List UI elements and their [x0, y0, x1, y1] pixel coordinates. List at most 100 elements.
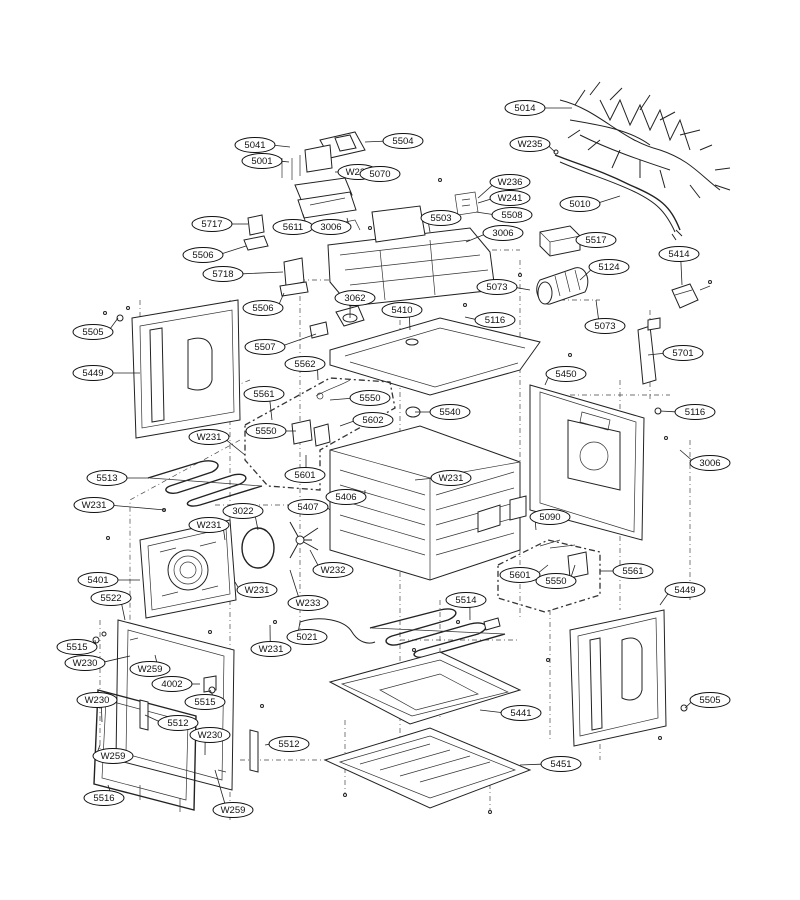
label-oval [584, 318, 626, 334]
part-number: W230 [85, 695, 110, 706]
part-number: 5116 [685, 407, 705, 418]
leader-line [110, 317, 119, 329]
part-label: 5451 [540, 756, 582, 772]
label-oval [352, 412, 394, 428]
part-label: 5001 [241, 153, 283, 169]
part-number: 5515 [66, 642, 87, 653]
part-number: 5515 [194, 697, 215, 708]
part-label: 4002 [151, 676, 193, 692]
part-label: W235 [509, 136, 551, 152]
part-number: 5550 [255, 426, 276, 437]
part-label: 5601 [499, 567, 541, 583]
label-oval [430, 470, 472, 486]
label-oval [241, 153, 283, 169]
part-label: 5414 [658, 246, 700, 262]
part-number: 5513 [96, 473, 117, 484]
leader-line [281, 160, 290, 163]
part-number: W231 [439, 473, 464, 484]
part-number: 5407 [297, 502, 318, 513]
leader-line [144, 714, 159, 722]
label-oval [509, 136, 551, 152]
part-number: 5540 [439, 407, 460, 418]
oven-cavity [329, 406, 527, 581]
leader-line [222, 245, 247, 254]
part-number: W231 [197, 520, 222, 531]
box-5517 [539, 225, 581, 257]
part-label: 5718 [202, 266, 244, 282]
part-number: 5507 [254, 342, 275, 353]
label-oval [157, 715, 199, 731]
part-number: 5550 [359, 393, 380, 404]
leader-lines [94, 107, 692, 804]
leader-line [302, 213, 306, 222]
label-oval [129, 661, 171, 677]
part-label: 5410 [381, 302, 423, 318]
part-number: 5001 [251, 156, 272, 167]
leader-line [269, 401, 273, 421]
leader-line [519, 763, 542, 766]
part-number: 5508 [501, 210, 522, 221]
label-oval [540, 756, 582, 772]
part-number: 5550 [545, 576, 566, 587]
part-label: 3062 [334, 290, 376, 306]
part-number: 5514 [455, 595, 476, 606]
part-label: 5515 [56, 639, 98, 655]
top-panel [329, 317, 541, 396]
leader-line [538, 564, 549, 573]
part-label: 3006 [482, 225, 524, 241]
part-number: 5449 [82, 368, 103, 379]
label-oval [689, 692, 731, 708]
label-oval [72, 365, 114, 381]
part-label: W233 [287, 595, 329, 611]
part-label: W259 [129, 661, 171, 677]
label-oval [243, 386, 285, 402]
part-number: W230 [73, 658, 98, 669]
label-oval [182, 247, 224, 263]
label-oval [312, 562, 354, 578]
left-side-panel [131, 299, 241, 439]
part-label: 5014 [504, 100, 546, 116]
part-number: 5504 [392, 136, 413, 147]
part-label: W231 [188, 429, 230, 445]
label-oval [359, 166, 401, 182]
part-label: 3022 [222, 503, 264, 519]
label-oval [476, 279, 518, 295]
leader-line [209, 689, 214, 696]
label-oval [83, 790, 125, 806]
part-number: 5601 [294, 470, 315, 481]
leader-line [409, 316, 411, 331]
label-oval [445, 592, 487, 608]
part-label: W231 [188, 517, 230, 533]
leader-line [329, 398, 351, 401]
leader-line [534, 522, 537, 531]
part-label: W241 [489, 190, 531, 206]
part-number: 5010 [569, 199, 590, 210]
part-number: 5718 [212, 269, 233, 280]
leader-line [595, 299, 599, 319]
part-label: 5513 [86, 470, 128, 486]
part-number: W231 [259, 644, 284, 655]
part-label: 5515 [184, 694, 226, 710]
label-oval [250, 641, 292, 657]
part-number: 4002 [161, 679, 182, 690]
part-label: W230 [76, 692, 118, 708]
part-number: 5516 [93, 793, 114, 804]
part-number: W259 [138, 664, 163, 675]
label-oval [244, 339, 286, 355]
part-label: 5512 [157, 715, 199, 731]
part-number: 5073 [594, 321, 615, 332]
label-oval [489, 174, 531, 190]
part-number: 3022 [232, 506, 253, 517]
part-number: W236 [498, 177, 523, 188]
part-label: 5406 [325, 489, 367, 505]
part-label: 5116 [474, 312, 516, 328]
part-number: W231 [197, 432, 222, 443]
part-label: 5441 [500, 705, 542, 721]
part-number: 5090 [539, 512, 560, 523]
leader-line [298, 621, 301, 631]
part-number: 5522 [100, 593, 121, 604]
label-oval [674, 404, 716, 420]
part-number: 5701 [672, 348, 693, 359]
label-oval [188, 429, 230, 445]
part-label: 5550 [245, 423, 287, 439]
